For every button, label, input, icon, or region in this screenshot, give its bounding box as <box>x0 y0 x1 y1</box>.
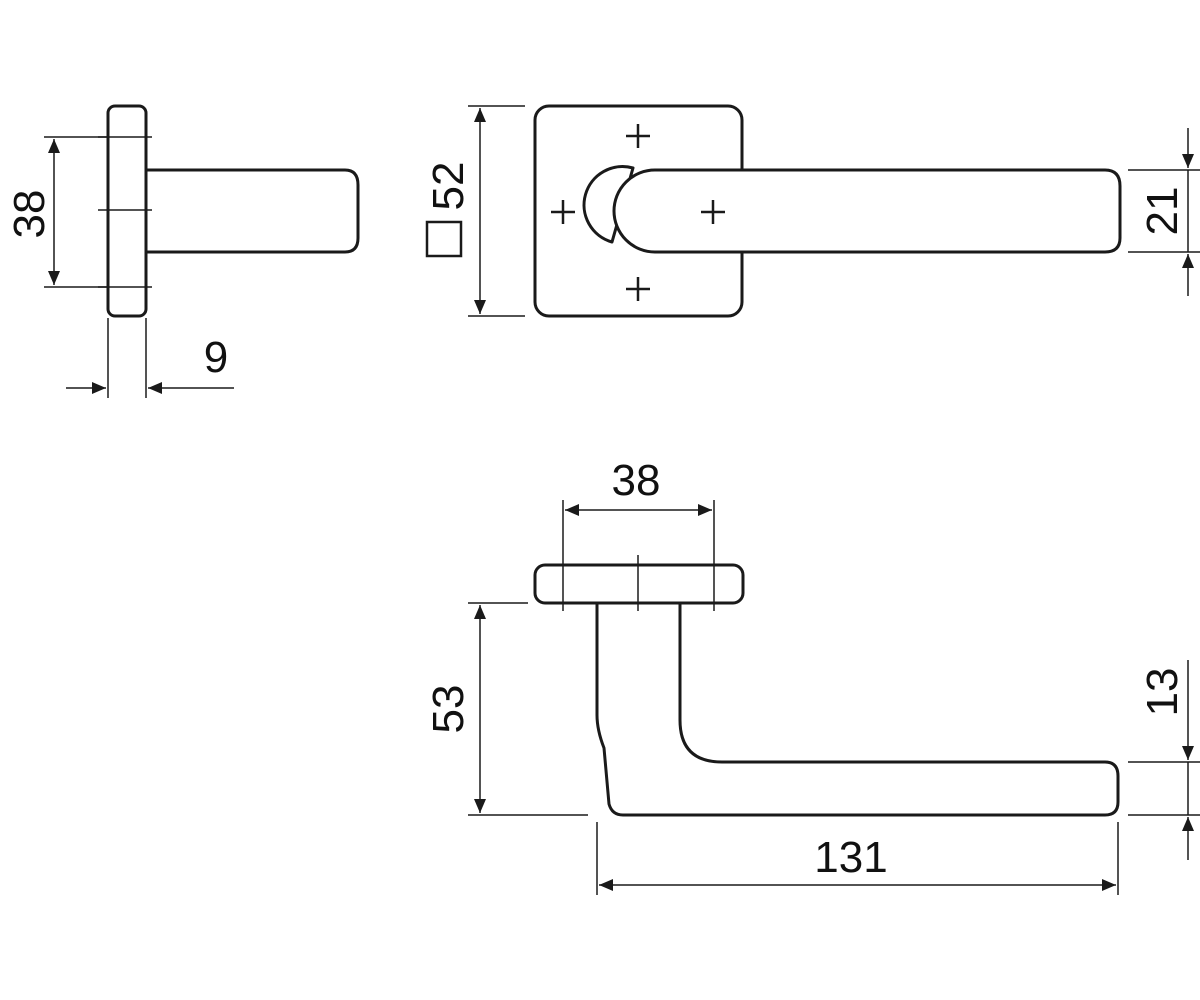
front-lever-arm <box>612 168 1122 254</box>
top-rose-width-label: 38 <box>612 456 661 505</box>
top-projection-label: 53 <box>424 685 473 734</box>
top-lever-body <box>595 601 1120 817</box>
top-total-length-label: 131 <box>814 833 887 882</box>
front-screw-mark-center <box>701 200 725 224</box>
top-thickness-label: 13 <box>1138 668 1187 717</box>
top-view: 38 53 13 131 <box>424 456 1200 895</box>
front-rose-size-label: 52 <box>424 162 473 211</box>
side-lever-shaft <box>138 168 360 254</box>
side-rose <box>106 104 148 318</box>
front-lever-neck <box>582 165 635 244</box>
front-lever-width-label: 21 <box>1138 187 1187 236</box>
front-screw-mark-bottom <box>626 277 650 301</box>
top-rose <box>533 563 745 605</box>
side-view: 38 9 <box>5 104 360 398</box>
side-depth-label: 9 <box>204 333 228 382</box>
front-screw-mark-top <box>626 124 650 148</box>
front-screw-mark-left <box>551 200 575 224</box>
square-symbol-icon <box>425 220 463 258</box>
side-height-label: 38 <box>5 190 54 239</box>
front-view: 52 21 <box>424 104 1200 318</box>
